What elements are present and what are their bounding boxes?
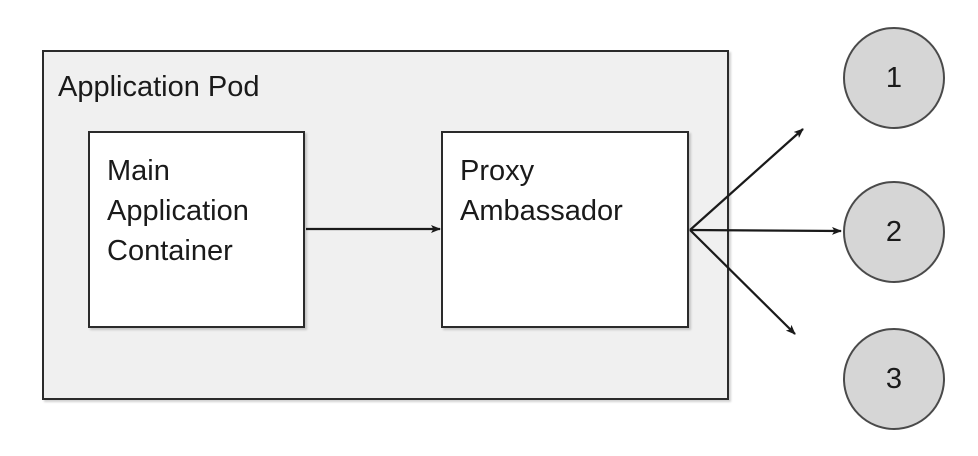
endpoint-2-label: 2 xyxy=(885,215,903,248)
endpoint-circle-1[interactable]: 1 xyxy=(843,27,945,129)
main-application-container-label: Main Application Container xyxy=(107,155,249,267)
proxy-ambassador-box[interactable]: Proxy Ambassador xyxy=(441,131,689,328)
proxy-ambassador-label: Proxy Ambassador xyxy=(460,155,623,227)
endpoint-1-label: 1 xyxy=(885,61,903,94)
main-application-container-box[interactable]: Main Application Container xyxy=(88,131,305,328)
endpoint-3-label: 3 xyxy=(885,362,903,395)
endpoint-circle-3[interactable]: 3 xyxy=(843,328,945,430)
endpoint-circle-2[interactable]: 2 xyxy=(843,181,945,283)
application-pod-label: Application Pod xyxy=(58,71,260,103)
